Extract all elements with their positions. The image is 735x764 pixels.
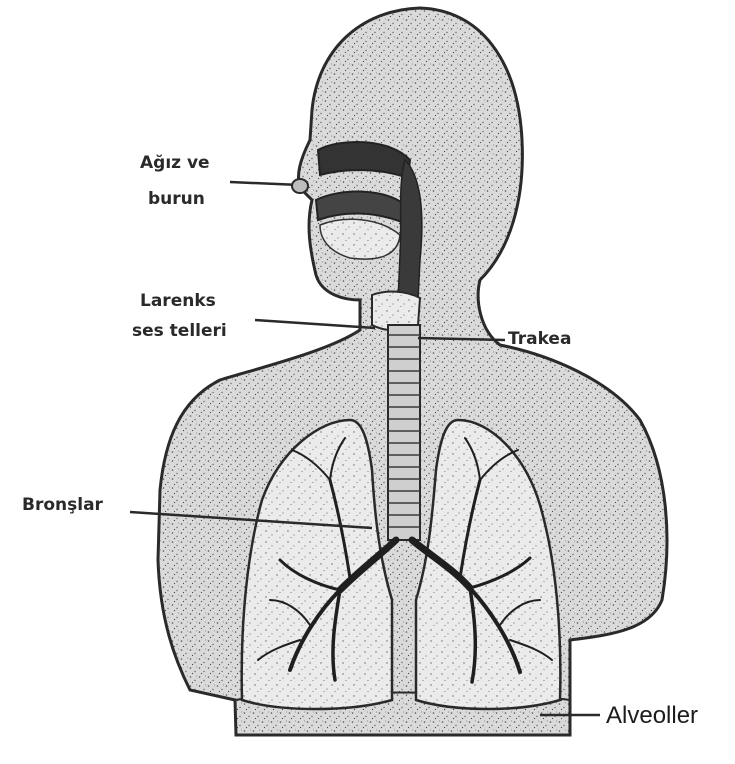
- label-trachea: Trakea: [508, 328, 571, 350]
- label-mouth-nose-line2: burun: [148, 188, 205, 210]
- label-mouth-nose-line1: Ağız ve: [140, 152, 210, 174]
- leader-mouth-nose: [230, 182, 300, 185]
- label-larynx-line1: Larenks: [140, 290, 216, 312]
- label-bronchi: Bronşlar: [22, 494, 103, 516]
- label-larynx-line2: ses telleri: [132, 320, 227, 342]
- leader-larynx: [255, 320, 375, 328]
- trachea: [388, 325, 420, 540]
- label-alveoli: Alveoller: [606, 702, 698, 730]
- nose-tip: [292, 179, 308, 193]
